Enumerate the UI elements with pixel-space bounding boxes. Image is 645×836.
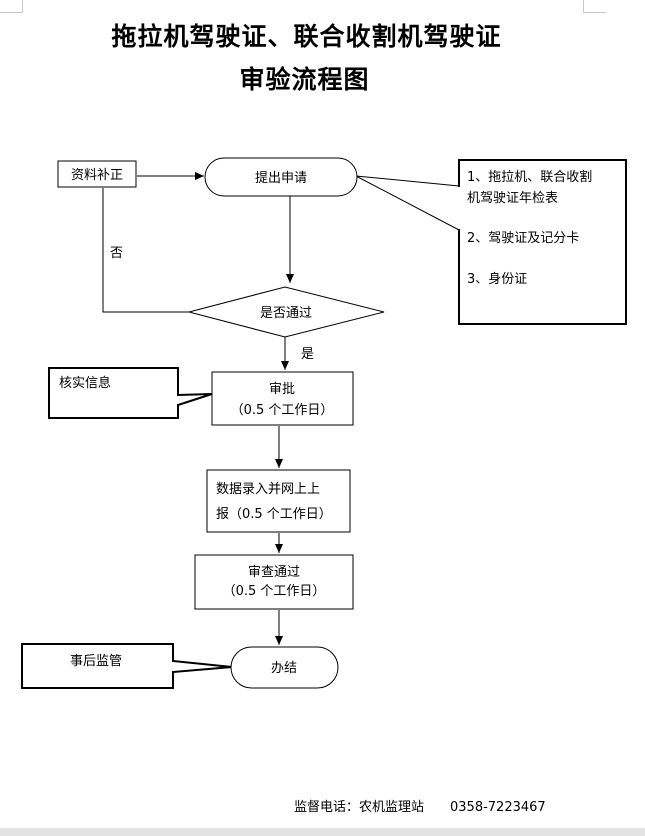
branch-yes-label: 是 xyxy=(301,347,314,362)
title-line-1: 拖拉机驾驶证、联合收割机驾驶证 xyxy=(111,22,502,51)
node-data-entry: 数据录入并网上上 报（0.5 个工作日） xyxy=(206,469,351,533)
callout-materials-pointer xyxy=(355,175,460,231)
callout-materials-box xyxy=(458,159,627,325)
node-decision: 是否通过 xyxy=(187,286,385,338)
branch-no-label: 否 xyxy=(110,246,123,261)
node-approve-line-1: 审批 xyxy=(269,382,295,397)
callout-supervision: 事后监管 xyxy=(21,643,233,689)
connector-decision-no-to-supplement xyxy=(102,188,189,313)
node-review: 审查通过 （0.5 个工作日） xyxy=(194,554,354,610)
callout-materials: 1、拖拉机、联合收割 机驾驶证年检表 2、驾驶证及记分卡 3、身份证 xyxy=(355,159,627,325)
node-data-entry-line-1: 数据录入并网上上 xyxy=(216,482,320,497)
page-corner-mark-left xyxy=(0,0,23,13)
page-bottom-edge xyxy=(0,828,645,836)
title-line-2: 审验流程图 xyxy=(239,65,370,94)
node-supplement-label: 资料补正 xyxy=(71,168,123,183)
node-approve: 审批 （0.5 个工作日） xyxy=(211,371,354,426)
node-complete-label: 办结 xyxy=(271,661,297,676)
node-decision-label: 是否通过 xyxy=(260,306,312,321)
footer-label: 监督电话：农机监理站 xyxy=(294,800,425,815)
callout-supervision-shape xyxy=(21,643,233,689)
materials-item-1-line-1: 1、拖拉机、联合收割 xyxy=(467,169,592,185)
node-apply-label: 提出申请 xyxy=(255,170,307,186)
callout-supervision-label: 事后监管 xyxy=(70,654,122,669)
node-complete: 办结 xyxy=(230,646,339,689)
materials-item-3: 3、身份证 xyxy=(467,271,527,287)
callout-verify: 核实信息 xyxy=(48,367,213,419)
page-corner-mark-right xyxy=(583,0,606,13)
materials-item-1-line-2: 机驾驶证年检表 xyxy=(467,191,558,206)
callout-verify-label: 核实信息 xyxy=(59,375,111,391)
node-review-line-2: （0.5 个工作日） xyxy=(223,584,326,599)
node-data-entry-line-2: 报（0.5 个工作日） xyxy=(216,507,332,522)
footer: 监督电话：农机监理站 0358-7223467 xyxy=(294,796,572,815)
node-supplement: 资料补正 xyxy=(57,160,137,188)
callout-verify-shape xyxy=(48,367,213,419)
node-apply: 提出申请 xyxy=(204,157,358,197)
node-review-line-1: 审查通过 xyxy=(248,565,300,580)
footer-phone: 0358-7223467 xyxy=(450,800,546,815)
materials-item-2: 2、驾驶证及记分卡 xyxy=(467,231,579,246)
node-approve-line-2: （0.5 个工作日） xyxy=(231,403,334,418)
